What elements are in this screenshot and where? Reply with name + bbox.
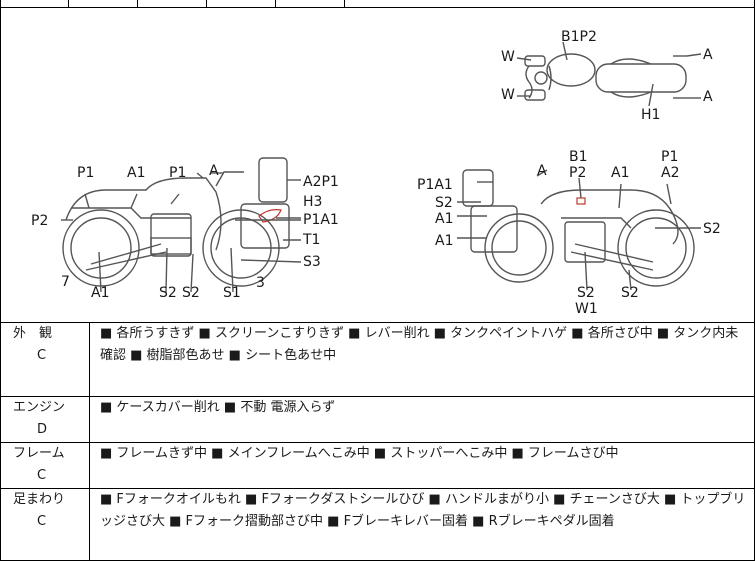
category-grade: C [37, 348, 47, 363]
label-w1: W1 [575, 301, 598, 317]
table-row: 足まわり C ■ Fフォークオイルもれ ■ Fフォークダストシールひび ■ ハン… [0, 488, 755, 561]
description-cell: ■ フレームきず中 ■ メインフレームへこみ中 ■ ストッパーへこみ中 ■ フレ… [89, 442, 755, 489]
label-h1: H1 [641, 107, 661, 123]
label-a1-lower: A1 [435, 233, 454, 249]
left-side-motorcycle [61, 157, 302, 293]
table-row: エンジン D ■ ケースカバー削れ ■ 不動 電源入らず [0, 396, 755, 443]
label-p1a1-right: P1A1 [417, 177, 453, 193]
top-tick [344, 0, 345, 8]
category-grade: C [37, 468, 47, 483]
label-s2-bottom-b: S2 [621, 285, 639, 301]
label-a-bottom: A [703, 89, 713, 105]
label-s1: S1 [223, 285, 241, 301]
label-s2-right: S2 [703, 221, 721, 237]
top-tick [68, 0, 69, 8]
label-a-bar: A [209, 163, 219, 179]
category-name: フレーム [13, 446, 65, 461]
label-a-top: A [703, 47, 713, 63]
label-s3: S3 [303, 254, 321, 270]
label-w-top: W [501, 49, 515, 65]
label-s2-a: S2 [159, 285, 177, 301]
label-b1: B1 [569, 149, 588, 165]
label-a1-upper: A1 [435, 211, 454, 227]
label-s2-b: S2 [182, 285, 200, 301]
label-a2-right: A2 [661, 165, 680, 181]
category-grade: D [37, 422, 48, 437]
label-a-bar-right: A [537, 163, 547, 179]
description-cell: ■ ケースカバー削れ ■ 不動 電源入らず [89, 396, 755, 443]
description-cell: ■ Fフォークオイルもれ ■ Fフォークダストシールひび ■ ハンドルまがり小 … [89, 488, 755, 561]
label-3: 3 [256, 275, 265, 291]
label-7: 7 [61, 274, 70, 290]
top-tick [137, 0, 138, 8]
category-cell: フレーム C [0, 442, 90, 489]
label-a1-tank: A1 [611, 165, 630, 181]
category-cell: エンジン D [0, 396, 90, 443]
condition-diagram: B1P2 W W A A H1 P1 A1 P1 A P2 7 A1 S2 S2… [0, 8, 755, 322]
category-grade: C [37, 514, 47, 529]
top-tick [206, 0, 207, 8]
label-a1-bottom: A1 [91, 285, 110, 301]
label-p1-rear: P1 [77, 165, 95, 181]
label-a2p1: A2P1 [303, 174, 339, 190]
label-p1-tank: P1 [169, 165, 187, 181]
category-cell: 足まわり C [0, 488, 90, 561]
label-p2: P2 [569, 165, 587, 181]
label-b1p2: B1P2 [561, 29, 597, 45]
label-a1-mid: A1 [127, 165, 146, 181]
top-tick [275, 0, 276, 8]
table-row: 外 観 C ■ 各所うすきず ■ スクリーンこすりきず ■ レバー削れ ■ タン… [0, 322, 755, 397]
category-name: 足まわり [13, 492, 66, 507]
label-h3: H3 [303, 194, 323, 210]
top-rule [0, 7, 755, 8]
top-table-edge [0, 0, 755, 8]
category-name: 外 観 [13, 326, 53, 341]
label-p1-right: P1 [661, 149, 679, 165]
label-s2-left: S2 [435, 195, 453, 211]
top-view-motorcycle [516, 41, 702, 107]
right-side-motorcycle [457, 169, 701, 291]
top-tick [0, 0, 1, 8]
category-name: エンジン [13, 400, 66, 415]
label-w-bottom: W [501, 87, 515, 103]
label-p2-left: P2 [31, 213, 49, 229]
category-cell: 外 観 C [0, 322, 90, 397]
label-s2-bottom-a: S2 [577, 285, 595, 301]
table-row: フレーム C ■ フレームきず中 ■ メインフレームへこみ中 ■ ストッパーへこ… [0, 442, 755, 489]
condition-table: 外 観 C ■ 各所うすきず ■ スクリーンこすりきず ■ レバー削れ ■ タン… [0, 322, 755, 561]
description-cell: ■ 各所うすきず ■ スクリーンこすりきず ■ レバー削れ ■ タンクペイントハ… [89, 322, 755, 397]
label-t1: T1 [303, 232, 321, 248]
motorcycle-drawings [61, 41, 702, 293]
label-p1a1: P1A1 [303, 212, 339, 228]
